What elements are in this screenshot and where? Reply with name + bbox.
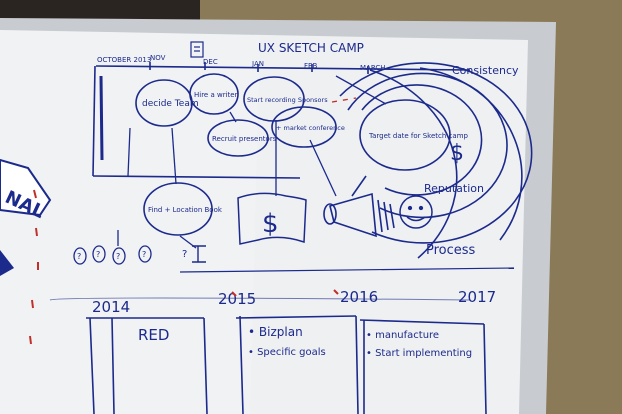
svg-text:?: ? [182,249,187,260]
target-date-text: Target date for Sketch camp [368,132,469,140]
svg-text:?: ? [116,252,120,261]
bubble-find-location: Find + Location Book [143,182,223,236]
ring-process: Process [426,243,476,258]
year-2017: 2017 [458,288,496,306]
month-dec: DEC [203,58,218,66]
notebook-doodle [190,41,204,58]
month-feb: FEB [304,62,317,70]
month-oct: OCTOBER 2013 [97,56,151,64]
month-jan: JAN [251,60,264,68]
bubble-hire-writer: Hire a writer [189,73,239,115]
svg-text:?: ? [96,250,100,259]
note-specific-goals: • Specific goals [248,347,326,358]
year-2016: 2016 [340,288,378,306]
hire-writer-text: Hire a writer [194,91,238,99]
title: UX SKETCH CAMP [258,41,364,55]
svg-text:?: ? [77,252,81,261]
month-march: MARCH [360,64,386,72]
month-nov: NOV [150,54,166,62]
bubble-market-conference: + market conference [271,106,345,148]
dollar-sign-ring: $ [450,141,464,166]
decide-team-text: decide Team [142,99,199,109]
timeline-frame [92,62,471,179]
megaphone-doodle [323,175,395,238]
bubble-recruit-presenters: Recruit presentors [207,119,277,157]
ring-consistency: Consistency [452,64,519,77]
year-2014: 2014 [92,298,130,316]
svg-text:?: ? [142,250,146,259]
note-manufacture: • manufacture [366,330,439,341]
market-conference-text: + market conference [276,124,345,132]
note-start-implementing: • Start implementing [366,348,472,359]
concentric-rings [339,62,533,259]
svg-text:$: $ [262,209,279,239]
start-recording-text: Start recording Sponsors [247,96,328,104]
find-location-text: Find + Location Book [148,206,223,214]
left-banner-fragment: NAL [0,158,52,276]
note-bizplan: • Bizplan [248,325,303,339]
question-faces [73,245,152,265]
money-bill-doodle: $ [237,192,307,245]
year-columns [86,315,487,414]
smiley-doodle [399,195,433,229]
year-2015: 2015 [218,290,256,308]
note-red: RED [138,326,169,344]
recruit-presenters-text: Recruit presentors [212,135,277,143]
ring-reputation: Reputation [424,182,484,195]
bubble-target-date: Target date for Sketch camp [368,132,469,140]
